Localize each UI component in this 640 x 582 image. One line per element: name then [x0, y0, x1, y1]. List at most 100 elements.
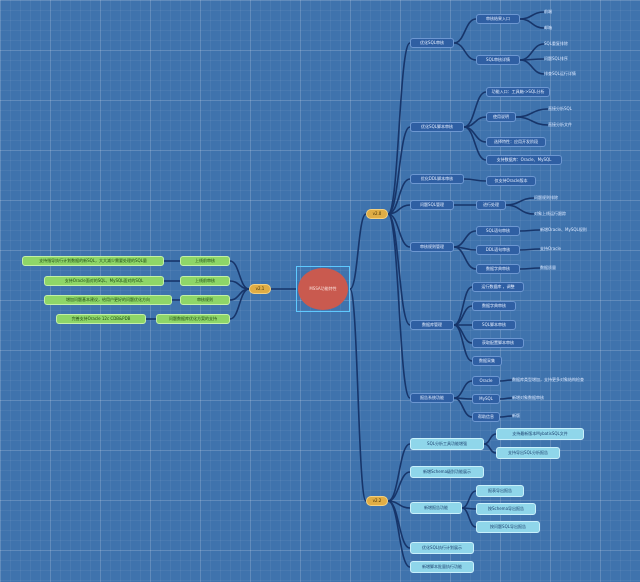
subtopic-config-script-audit[interactable]: 获取配置脚本审核 — [472, 338, 524, 348]
subtopic-ddl-statement-audit[interactable]: DDL语句审核 — [476, 245, 520, 255]
connector-27 — [453, 230, 477, 248]
connector-50 — [483, 443, 497, 454]
connector-51 — [461, 490, 477, 509]
topic-schema-display[interactable]: 新增Schema级别功能展示 — [410, 466, 484, 478]
connector-26 — [505, 204, 535, 215]
root-ellipse: MSSA功能特性 — [298, 268, 348, 310]
topic-report-system[interactable]: 报告系统功能 — [410, 393, 454, 403]
subtopic-run-db[interactable]: 运行数据库 ，调整 — [472, 282, 524, 292]
connector-10 — [453, 18, 477, 44]
connector-31 — [519, 248, 541, 251]
leaf-new-version: 新版 — [512, 413, 520, 418]
subtopic-audit-detail[interactable]: SQL审核详情 — [476, 55, 520, 65]
subtopic-data-dict-audit[interactable]: 数据字典审核 — [476, 264, 520, 274]
leaf-oracle-more: 数据库类型增加，支持更多对象结构检查 — [512, 377, 584, 382]
connector-11 — [453, 42, 477, 61]
leaf-sql-run-detail: 排查SQL运行详情 — [544, 71, 576, 76]
connector-3 — [387, 42, 411, 215]
subtopic-sql-statement-audit[interactable]: SQL语句审核 — [476, 226, 520, 236]
connector-43 — [499, 415, 513, 418]
connector-49 — [483, 433, 497, 445]
subtopic-problem-sql-export[interactable]: 按问题SQL导出报告 — [476, 521, 540, 533]
leaf-data-quality: 数据质量 — [540, 265, 556, 270]
subtopic-oracle[interactable]: Oracle — [472, 376, 500, 386]
subtopic-report-export[interactable]: 报表导出报告 — [476, 485, 524, 497]
root-node[interactable]: MSSA功能特性 — [296, 266, 350, 312]
connector-25 — [505, 197, 535, 206]
connector-0 — [349, 213, 367, 290]
topic-database-management[interactable]: 数据库管理 — [410, 320, 454, 330]
connector-12 — [519, 11, 545, 20]
connector-57 — [229, 288, 250, 320]
leaf-email: 邮箱 — [544, 25, 552, 30]
connector-53 — [461, 507, 477, 528]
connector-48 — [387, 500, 411, 568]
leaf-sql-sort: 问题SQL排序 — [544, 56, 568, 61]
topic-precheck-1[interactable]: 上线前审核 — [180, 256, 230, 266]
connector-32 — [519, 267, 541, 270]
detail-oracle-mysql-sql[interactable]: 支持Oracle面对的SQL、MySQL面对的SQL — [44, 276, 164, 286]
topic-optimize-sql-audit[interactable]: 优化SQL审核 — [410, 38, 454, 48]
leaf-sql-dedupe: SQL重复排除 — [544, 41, 568, 46]
connector-37 — [453, 324, 473, 362]
subtopic-help[interactable]: 帮助信息 — [472, 412, 500, 422]
subtopic-mybatis[interactable]: 支持最新版本MybatisSQL文件 — [496, 428, 584, 440]
connector-14 — [519, 43, 545, 61]
connector-42 — [499, 397, 513, 400]
connector-16 — [519, 59, 545, 75]
topic-optimization-support[interactable]: 问题数据库优化方案的支持 — [156, 314, 230, 324]
connector-1 — [349, 288, 367, 502]
subtopic-supported-db[interactable]: 支持数据库：Oracle、MySQL — [486, 155, 562, 165]
version-node-v21[interactable]: v2.1 — [249, 284, 271, 294]
subtopic-data-collection[interactable]: 数据采集 — [472, 356, 502, 366]
connector-20 — [463, 126, 487, 161]
subtopic-dict-audit[interactable]: 数据字典审核 — [472, 301, 516, 311]
topic-report-feature[interactable]: 新增报告功能 — [410, 502, 462, 514]
subtopic-schema-export[interactable]: 按Schema导出报告 — [476, 503, 536, 515]
subtopic-export-sql-report[interactable]: 支持导出SQL分析报告 — [496, 447, 560, 459]
topic-sql-plan-display[interactable]: 优化SQL执行计划展示 — [410, 542, 474, 554]
topic-sql-tool-enhance[interactable]: SQL分析工具功能增强 — [410, 438, 484, 450]
topic-precheck-2[interactable]: 上线前审核 — [180, 276, 230, 286]
leaf-mysql-audit: 新增对象数据审核 — [512, 395, 544, 400]
connector-44 — [387, 443, 411, 502]
connector-22 — [515, 116, 549, 126]
leaf-frontend: 前端 — [544, 9, 552, 14]
subtopic-audit-entry[interactable]: 审核结果入口 — [476, 14, 520, 24]
connector-29 — [453, 246, 477, 270]
detail-problem-suggest[interactable]: 增加问题基本建议，给用户更好的问题优化方向 — [44, 295, 172, 305]
topic-audit-rule[interactable]: 审核规则 — [180, 295, 230, 305]
connector-21 — [515, 108, 549, 118]
topic-audit-rules[interactable]: 审核规则管理 — [410, 242, 454, 252]
connector-13 — [519, 18, 545, 29]
leaf-analyze-file: 直接分析文件 — [548, 122, 572, 127]
leaf-support-oracle: 支持Oracle — [540, 246, 562, 251]
subtopic-function-entry[interactable]: 功能入口：工具箱->SQL分析 — [486, 87, 550, 97]
subtopic-mysql[interactable]: MySQL — [472, 394, 500, 404]
leaf-new-rules: 新增Oracle、MySQL规则 — [540, 227, 587, 232]
connector-4 — [387, 126, 411, 215]
subtopic-usage[interactable]: 使用说明 — [486, 112, 516, 122]
subtopic-feature-select[interactable]: 选择特性：应用开发阶段 — [486, 137, 546, 147]
version-node-v22[interactable]: v2.2 — [366, 496, 388, 506]
leaf-rule-exclude: 问题规则排除 — [534, 195, 558, 200]
subtopic-script-audit[interactable]: SQL脚本审核 — [472, 320, 516, 330]
subtopic-oracle-only[interactable]: 仅支持Oracle版本 — [486, 176, 536, 186]
subtopic-process[interactable]: 进行处理 — [476, 200, 506, 210]
connector-40 — [453, 397, 473, 418]
connector-38 — [453, 380, 473, 399]
detail-new-sql-reduce[interactable]: 支持指导执行计划数据的新SQL，大大减少需要处理的SQL量 — [22, 256, 164, 266]
version-node-v20[interactable]: v2.0 — [366, 209, 388, 219]
topic-batch-script[interactable]: 新增脚本批量执行功能 — [410, 561, 474, 573]
topic-problem-sql[interactable]: 问题SQL管理 — [410, 200, 454, 210]
connector-23 — [463, 178, 487, 182]
topic-sql-script-audit[interactable]: 优化SQL脚本审核 — [410, 122, 464, 132]
leaf-object-track: 对象上线运行跟踪 — [534, 211, 566, 216]
connector-30 — [519, 229, 541, 232]
detail-oracle12c[interactable]: 完善支持Oracle 12c CDB&PDB — [56, 314, 146, 324]
topic-ddl-script-audit[interactable]: 优化DDL脚本审核 — [410, 174, 464, 184]
connector-19 — [463, 126, 487, 143]
connector-45 — [387, 471, 411, 502]
